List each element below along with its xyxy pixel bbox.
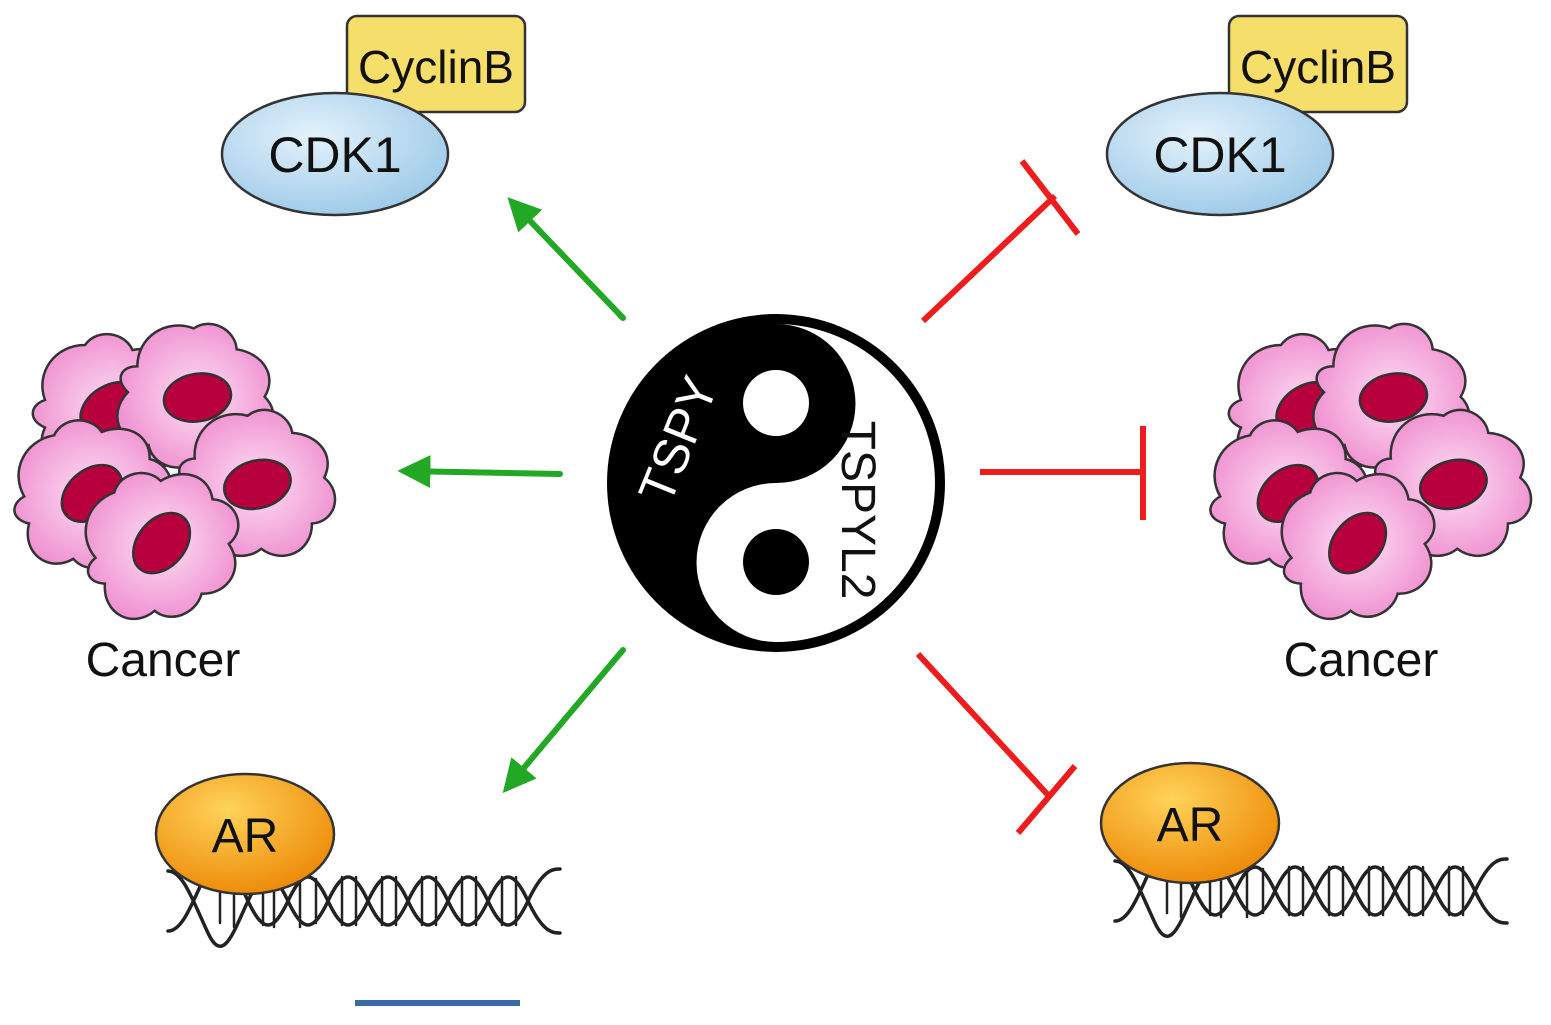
- right-ar-ellipse: [1099, 761, 1281, 885]
- right-cyclinb-box: CyclinB: [1227, 14, 1409, 114]
- left-ar-dna-group: AR: [154, 772, 562, 949]
- yin-yang-icon: TSPY TSPYL2: [607, 314, 945, 652]
- left-cancer-label: Cancer: [86, 634, 241, 687]
- inhibit-ar: [915, 651, 1078, 835]
- inhibit-cdk1: [920, 159, 1081, 324]
- activation-arrows: [397, 197, 626, 794]
- right-cdk1-label: CDK1: [1153, 127, 1286, 183]
- arrow-to-cancer: [397, 455, 563, 489]
- right-ar-dna-group: AR: [1099, 761, 1509, 939]
- left-cancer-cells-icon: [0, 299, 355, 642]
- arrow-to-ar: [502, 647, 626, 794]
- inhibition-lines: [915, 159, 1146, 835]
- tspyl2-label: TSPYL2: [831, 421, 884, 600]
- left-cdk1-label: CDK1: [268, 127, 401, 183]
- inhibit-cancer: [980, 426, 1146, 520]
- cropped-divider: [355, 1000, 520, 1006]
- right-cancer-label: Cancer: [1284, 634, 1439, 687]
- right-cyclinb-label: CyclinB: [1240, 41, 1396, 93]
- right-cancer-cells-icon: [1195, 299, 1551, 642]
- right-ar-label: AR: [1157, 799, 1224, 852]
- arrow-to-cdk1: [507, 197, 626, 321]
- left-ar-label: AR: [212, 810, 279, 863]
- left-ar-ellipse: [154, 772, 336, 896]
- left-cdk1-ellipse: CDK1: [220, 91, 450, 217]
- right-cdk1-ellipse: CDK1: [1105, 91, 1335, 217]
- left-cyclinb-label: CyclinB: [358, 41, 514, 93]
- left-cyclinb-box: CyclinB: [345, 14, 527, 114]
